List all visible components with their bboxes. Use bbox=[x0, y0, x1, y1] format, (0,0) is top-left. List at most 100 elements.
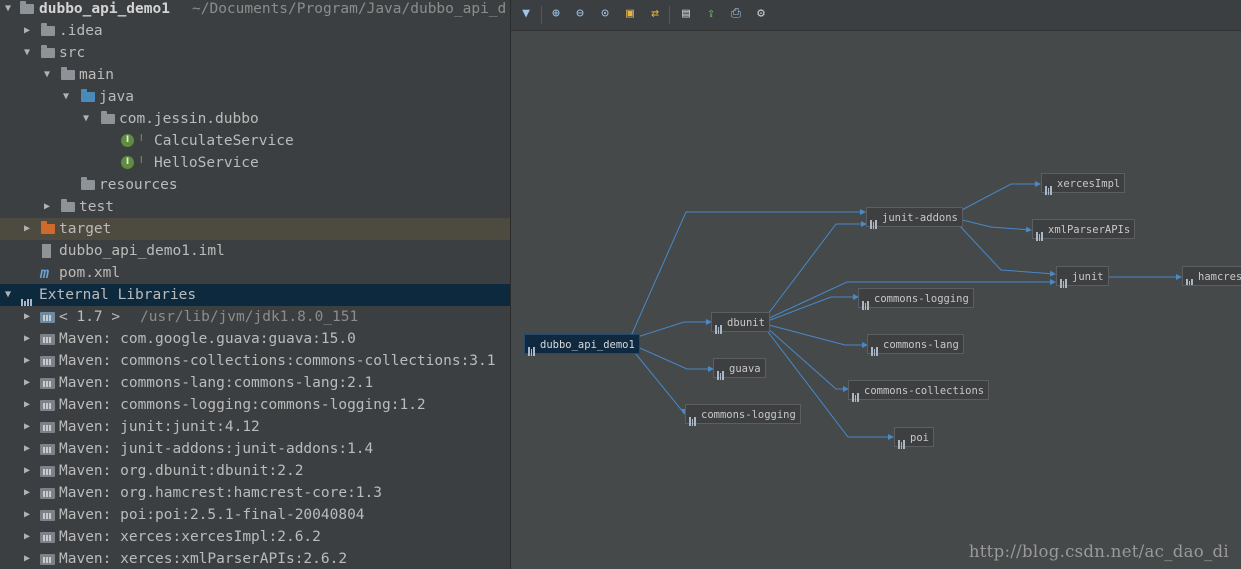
graph-node-root[interactable]: dubbo_api_demo1 bbox=[524, 334, 640, 356]
save-icon[interactable]: ▤ bbox=[682, 6, 690, 21]
collapsed-arrow-icon[interactable]: ▶ bbox=[23, 25, 31, 36]
zoom-in-icon[interactable]: ⊕ bbox=[552, 6, 560, 21]
library-icon bbox=[1045, 175, 1055, 195]
graph-node-commons-collections[interactable]: commons-collections bbox=[848, 380, 990, 402]
tree-row-library[interactable]: ▶Maven: commons-lang:commons-lang:2.1 bbox=[0, 372, 510, 394]
layout-icon[interactable]: ⇄ bbox=[651, 6, 659, 21]
collapsed-arrow-icon[interactable]: ▶ bbox=[23, 509, 31, 520]
tree-row-library[interactable]: ▶Maven: xerces:xmlParserAPIs:2.6.2 bbox=[0, 548, 510, 569]
graph-node-junit-addons[interactable]: junit-addons bbox=[866, 207, 963, 229]
tree-row-calculate-service[interactable]: I ⅼ CalculateService bbox=[0, 130, 510, 152]
edge-root-commons-logging bbox=[630, 347, 687, 415]
collapsed-arrow-icon[interactable]: ▶ bbox=[23, 311, 31, 322]
tree-row-library[interactable]: ▶Maven: junit:junit:4.12 bbox=[0, 416, 510, 438]
expand-arrow-icon[interactable]: ▼ bbox=[82, 113, 90, 124]
maven-library-icon bbox=[40, 466, 55, 477]
tree-row-project-root[interactable]: ▼ dubbo_api_demo1 ~/Documents/Program/Ja… bbox=[0, 0, 510, 20]
library-icon bbox=[898, 429, 908, 449]
expand-arrow-icon[interactable]: ▼ bbox=[4, 3, 12, 14]
settings-icon[interactable]: ⚙ bbox=[757, 6, 765, 21]
actual-size-icon[interactable]: ⊙ bbox=[601, 6, 609, 21]
tree-row-main[interactable]: ▼ main bbox=[0, 64, 510, 86]
tree-item-label: com.jessin.dubbo bbox=[119, 111, 259, 127]
tree-row-library[interactable]: ▶ Maven: poi:poi:2.5.1-final-20040804 bbox=[0, 504, 510, 526]
edge-dbunit-junit bbox=[764, 279, 1056, 321]
collapsed-arrow-icon[interactable]: ▶ bbox=[23, 377, 31, 388]
tree-item-label: Maven: poi:poi:2.5.1-final-20040804 bbox=[59, 507, 365, 523]
graph-node-poi[interactable]: poi bbox=[894, 427, 934, 449]
tree-row-idea[interactable]: ▶ .idea bbox=[0, 20, 510, 42]
tree-row-library[interactable]: ▶Maven: commons-collections:commons-coll… bbox=[0, 350, 510, 372]
collapsed-arrow-icon[interactable]: ▶ bbox=[23, 531, 31, 542]
collapsed-arrow-icon[interactable]: ▶ bbox=[23, 355, 31, 366]
tree-row-hello-service[interactable]: I ⅼ HelloService bbox=[0, 152, 510, 174]
interface-icon: I bbox=[121, 134, 134, 147]
collapsed-arrow-icon[interactable]: ▶ bbox=[23, 465, 31, 476]
collapsed-arrow-icon[interactable]: ▶ bbox=[23, 333, 31, 344]
tree-item-label: java bbox=[99, 89, 134, 105]
expand-arrow-icon[interactable]: ▼ bbox=[4, 289, 12, 300]
collapsed-arrow-icon[interactable]: ▶ bbox=[23, 421, 31, 432]
node-label: commons-collections bbox=[864, 385, 985, 397]
tree-row-library[interactable]: ▶Maven: org.dbunit:dbunit:2.2 bbox=[0, 460, 510, 482]
project-folder-icon bbox=[20, 1, 34, 14]
panel-divider[interactable] bbox=[510, 0, 511, 569]
tree-row-library[interactable]: ▶Maven: commons-logging:commons-logging:… bbox=[0, 394, 510, 416]
tree-row-jdk[interactable]: ▶ < 1.7 > /usr/lib/jvm/jdk1.8.0_151 bbox=[0, 306, 510, 328]
edge-dbunit-commons-collections bbox=[764, 325, 849, 392]
tree-row-target[interactable]: ▶ target bbox=[0, 218, 510, 240]
tree-row-resources[interactable]: resources bbox=[0, 174, 510, 196]
tree-row-java[interactable]: ▼ java bbox=[0, 86, 510, 108]
expand-arrow-icon[interactable]: ▼ bbox=[23, 47, 31, 58]
tree-row-src[interactable]: ▼ src bbox=[0, 42, 510, 64]
print-icon[interactable]: ⎙ bbox=[730, 6, 742, 21]
graph-node-guava[interactable]: guava bbox=[713, 358, 766, 380]
expand-arrow-icon[interactable]: ▼ bbox=[62, 91, 70, 102]
expand-arrow-icon[interactable]: ▼ bbox=[43, 69, 51, 80]
tree-row-library[interactable]: ▶ Maven: junit-addons:junit-addons:1.4 bbox=[0, 438, 510, 460]
tree-item-label: Maven: com.google.guava:guava:15.0 bbox=[59, 331, 356, 347]
collapsed-arrow-icon[interactable]: ▶ bbox=[23, 399, 31, 410]
node-label: guava bbox=[729, 363, 761, 375]
fit-content-icon[interactable]: ▣ bbox=[626, 6, 634, 21]
library-icon bbox=[871, 336, 881, 356]
node-label: hamcrest-core bbox=[1198, 271, 1241, 283]
edge-junit-addons-junit bbox=[957, 223, 1056, 277]
tree-row-library[interactable]: ▶Maven: org.hamcrest:hamcrest-core:1.3 bbox=[0, 482, 510, 504]
graph-node-commons-lang[interactable]: commons-lang bbox=[867, 334, 964, 356]
tree-row-pom[interactable]: m pom.xml bbox=[0, 262, 510, 284]
node-label: dbunit bbox=[727, 317, 765, 329]
tree-row-test[interactable]: ▶ test bbox=[0, 196, 510, 218]
collapsed-arrow-icon[interactable]: ▶ bbox=[43, 201, 51, 212]
folder-icon bbox=[41, 23, 55, 36]
collapsed-arrow-icon[interactable]: ▶ bbox=[23, 223, 31, 234]
graph-node-xercesimpl[interactable]: xercesImpl bbox=[1041, 173, 1126, 195]
project-path: ~/Documents/Program/Java/dubbo_api_d bbox=[192, 1, 507, 17]
filter-icon[interactable]: ▼ bbox=[522, 6, 530, 21]
zoom-out-icon[interactable]: ⊖ bbox=[576, 6, 584, 21]
edge-root-guava bbox=[630, 343, 714, 372]
tree-row-library[interactable]: ▶ Maven: com.google.guava:guava:15.0 bbox=[0, 328, 510, 350]
tree-item-label: Maven: junit-addons:junit-addons:1.4 bbox=[59, 441, 374, 457]
tree-item-label: .idea bbox=[59, 23, 103, 39]
tree-row-external-libraries[interactable]: ▼ External Libraries bbox=[0, 284, 510, 306]
tree-row-library[interactable]: ▶Maven: xerces:xercesImpl:2.6.2 bbox=[0, 526, 510, 548]
export-icon[interactable]: ⇪ bbox=[707, 6, 715, 21]
collapsed-arrow-icon[interactable]: ▶ bbox=[23, 487, 31, 498]
library-icon bbox=[21, 289, 35, 306]
collapsed-arrow-icon[interactable]: ▶ bbox=[23, 443, 31, 454]
graph-node-dbunit[interactable]: dbunit bbox=[711, 312, 770, 334]
maven-library-icon bbox=[40, 532, 55, 543]
graph-node-commons-logging[interactable]: commons-logging bbox=[685, 404, 801, 426]
edge-dbunit-commons-logging bbox=[764, 294, 859, 323]
tree-row-iml[interactable]: dubbo_api_demo1.iml bbox=[0, 240, 510, 262]
diagram-toolbar: ▼ ⊕ ⊖ ⊙ ▣ ⇄ ▤ ⇪ ⎙ ⚙ bbox=[511, 0, 1241, 31]
graph-node-xmlparserapis[interactable]: xmlParserAPIs bbox=[1032, 219, 1136, 241]
collapsed-arrow-icon[interactable]: ▶ bbox=[23, 553, 31, 564]
maven-file-icon: m bbox=[40, 264, 50, 282]
graph-node-junit[interactable]: junit bbox=[1056, 266, 1109, 288]
node-label: xercesImpl bbox=[1057, 178, 1121, 190]
graph-node-commons-logging[interactable]: commons-logging bbox=[858, 288, 974, 310]
tree-row-package[interactable]: ▼ com.jessin.dubbo bbox=[0, 108, 510, 130]
graph-node-hamcrest-core[interactable]: hamcrest-core bbox=[1182, 266, 1241, 286]
